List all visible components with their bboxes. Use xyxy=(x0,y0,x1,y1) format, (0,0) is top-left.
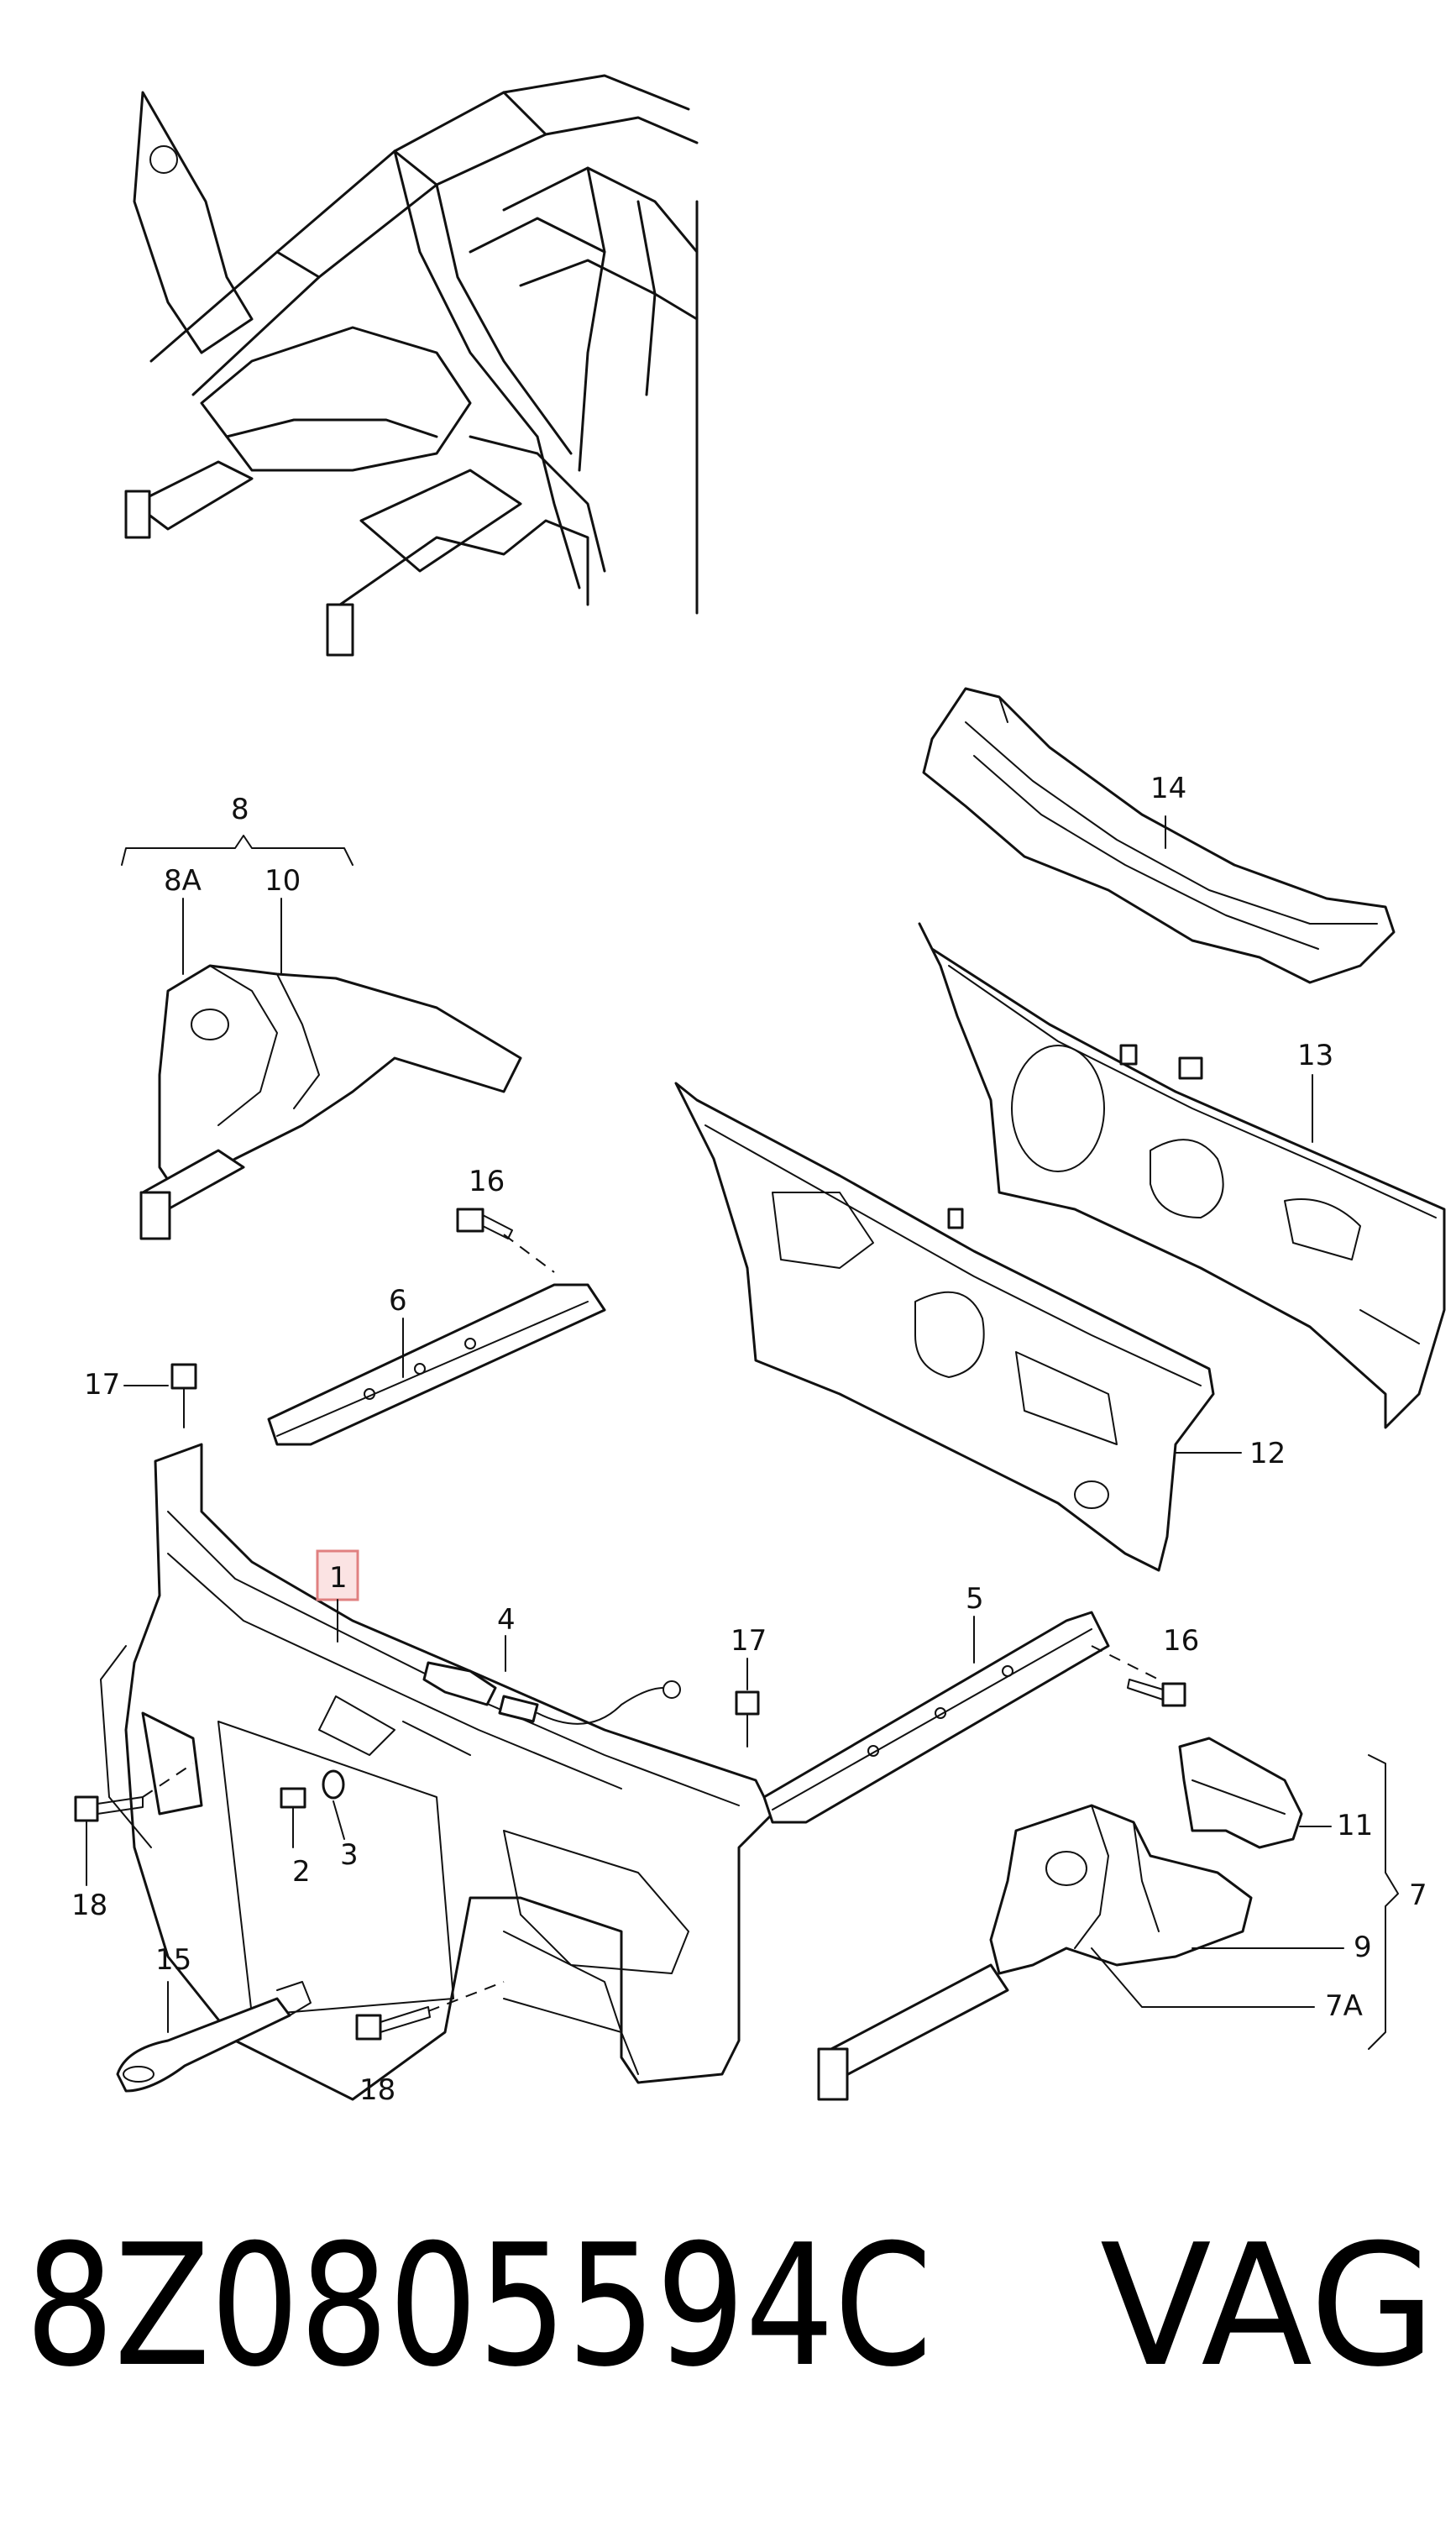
part-14-plenum-panel xyxy=(922,687,1396,984)
label-1: 1 xyxy=(329,1561,348,1595)
label-17-left: 17 xyxy=(84,1368,120,1402)
part-15-towing-eye xyxy=(116,1981,312,2093)
label-16-right: 16 xyxy=(1163,1624,1199,1658)
car-body-overview xyxy=(124,74,699,657)
bolt-18-left xyxy=(74,1795,144,1822)
label-5: 5 xyxy=(966,1582,984,1616)
bolt-17-left xyxy=(170,1363,197,1428)
brand-name: VAG xyxy=(1100,2209,1436,2404)
label-8: 8 xyxy=(231,793,249,826)
bolt-2 xyxy=(280,1787,306,1848)
bolt-17-mid xyxy=(735,1690,760,1748)
highlight-box-1[interactable] xyxy=(316,1549,359,1601)
label-6: 6 xyxy=(389,1284,407,1318)
label-8A: 8A xyxy=(164,864,202,898)
part-7-wheelhouse xyxy=(817,1804,1253,2101)
label-7: 7 xyxy=(1409,1879,1427,1912)
bolt-16-right xyxy=(1127,1679,1186,1707)
label-13: 13 xyxy=(1297,1039,1333,1072)
label-11: 11 xyxy=(1337,1809,1373,1842)
label-18-bottom: 18 xyxy=(359,2073,395,2107)
label-15: 15 xyxy=(155,1943,191,1977)
part-4-release-cable xyxy=(422,1661,681,1725)
part-11-bracket xyxy=(1178,1737,1303,1849)
label-12: 12 xyxy=(1249,1437,1286,1470)
label-4: 4 xyxy=(497,1603,516,1637)
part-12-bulkhead-front xyxy=(674,1082,1215,1572)
part-1-lock-carrier xyxy=(100,1443,774,2101)
label-3: 3 xyxy=(340,1838,359,1872)
label-18-left: 18 xyxy=(71,1889,107,1922)
part-number: 8Z0805594C xyxy=(25,2209,932,2404)
label-17-mid: 17 xyxy=(731,1624,767,1658)
bracket-7 xyxy=(1368,1754,1399,2050)
bolt-18-bottom xyxy=(355,2006,431,2041)
label-16-top: 16 xyxy=(469,1165,505,1198)
label-7A: 7A xyxy=(1325,1989,1363,2023)
label-10: 10 xyxy=(264,864,301,898)
part-5-reinforcement-bar xyxy=(762,1611,1110,1824)
washer-3 xyxy=(322,1769,345,1800)
label-9: 9 xyxy=(1354,1931,1372,1964)
label-14: 14 xyxy=(1150,772,1186,805)
label-2: 2 xyxy=(292,1855,311,1889)
part-13-bulkhead xyxy=(918,922,1446,1429)
bolt-16-top xyxy=(456,1208,513,1239)
part-8-wheelhouse xyxy=(139,964,522,1240)
bracket-8 xyxy=(121,835,354,866)
part-6-reinforcement-bar xyxy=(267,1283,606,1446)
